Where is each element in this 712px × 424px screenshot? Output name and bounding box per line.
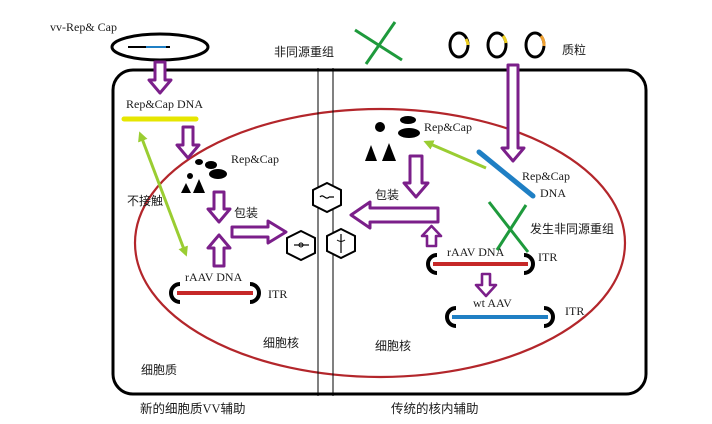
wt-aav-label: wt AAV <box>473 296 512 310</box>
arrow-raav-up-right <box>420 224 443 248</box>
nonhomologous-top-label: 非同源重组 <box>274 45 334 59</box>
caption-right: 传统的核内辅助 <box>391 401 479 416</box>
plasmid-label: 质粒 <box>562 42 586 57</box>
rep-cap-dna-right-label-2: DNA <box>540 186 566 200</box>
rep-cap-protein-left-label: Rep&Cap <box>231 152 279 166</box>
rep-cap-dna-left-label: Rep&Cap DNA <box>126 97 203 111</box>
nucleus-boundary <box>133 107 627 379</box>
cytoplasm-label: 细胞质 <box>141 363 177 377</box>
itr-left-label: ITR <box>268 287 287 301</box>
cell-membrane <box>111 68 648 396</box>
aav-capsid-right-icon <box>326 227 356 260</box>
itr-right-label-2: ITR <box>565 304 584 318</box>
aav-capsid-top-icon <box>312 181 342 214</box>
nucleus-left-label: 细胞核 <box>263 336 299 350</box>
plasmid-2-icon <box>486 31 508 59</box>
arrow-raav-up-left <box>206 233 232 268</box>
raav-dna-right-label: rAAV DNA <box>447 245 505 259</box>
arrow-vector-to-cytoplasm <box>147 60 173 95</box>
aav-capsid-left-icon <box>286 229 316 262</box>
rep-cap-protein-left-icon <box>181 159 227 193</box>
caption-left: 新的细胞质VV辅助 <box>140 401 246 416</box>
itr-right-label-1: ITR <box>538 250 557 264</box>
recombination-cross-top-icon <box>354 21 403 65</box>
raav-dna-right <box>426 253 535 275</box>
arrow-packaging-right <box>349 200 440 230</box>
wt-aav-dna <box>445 306 555 328</box>
vv-rep-cap-label: vv-Rep& Cap <box>50 20 117 34</box>
arrow-packaging-left <box>230 219 288 245</box>
rep-cap-dna-right-strand <box>476 149 536 199</box>
arrow-dna-to-protein-right <box>402 154 430 199</box>
nucleus-right-label: 细胞核 <box>375 339 411 353</box>
raav-dna-left-label: rAAV DNA <box>185 270 243 284</box>
arrow-plasmid-into-nucleus <box>500 63 526 163</box>
packaging-right-label: 包装 <box>375 188 399 202</box>
plasmid-1-icon <box>448 31 470 59</box>
nonhomologous-occurs-label: 发生非同源重组 <box>530 221 614 236</box>
arrow-raav-to-wt-aav <box>474 272 498 298</box>
expression-arrow-right <box>423 140 487 170</box>
rep-cap-protein-right-icon <box>365 116 420 161</box>
arrow-dna-to-protein-left <box>175 125 201 160</box>
raav-dna-left <box>169 282 261 304</box>
recombination-cross-right-icon <box>487 201 530 253</box>
no-contact-label: 不接触 <box>127 193 163 208</box>
arrow-protein-down-left <box>206 190 232 224</box>
plasmid-3-icon <box>524 31 546 59</box>
packaging-left-label: 包装 <box>234 206 258 220</box>
rep-cap-protein-right-label: Rep&Cap <box>424 120 472 134</box>
rep-cap-dna-right-label-1: Rep&Cap <box>522 169 570 183</box>
no-contact-arrow <box>138 131 188 257</box>
